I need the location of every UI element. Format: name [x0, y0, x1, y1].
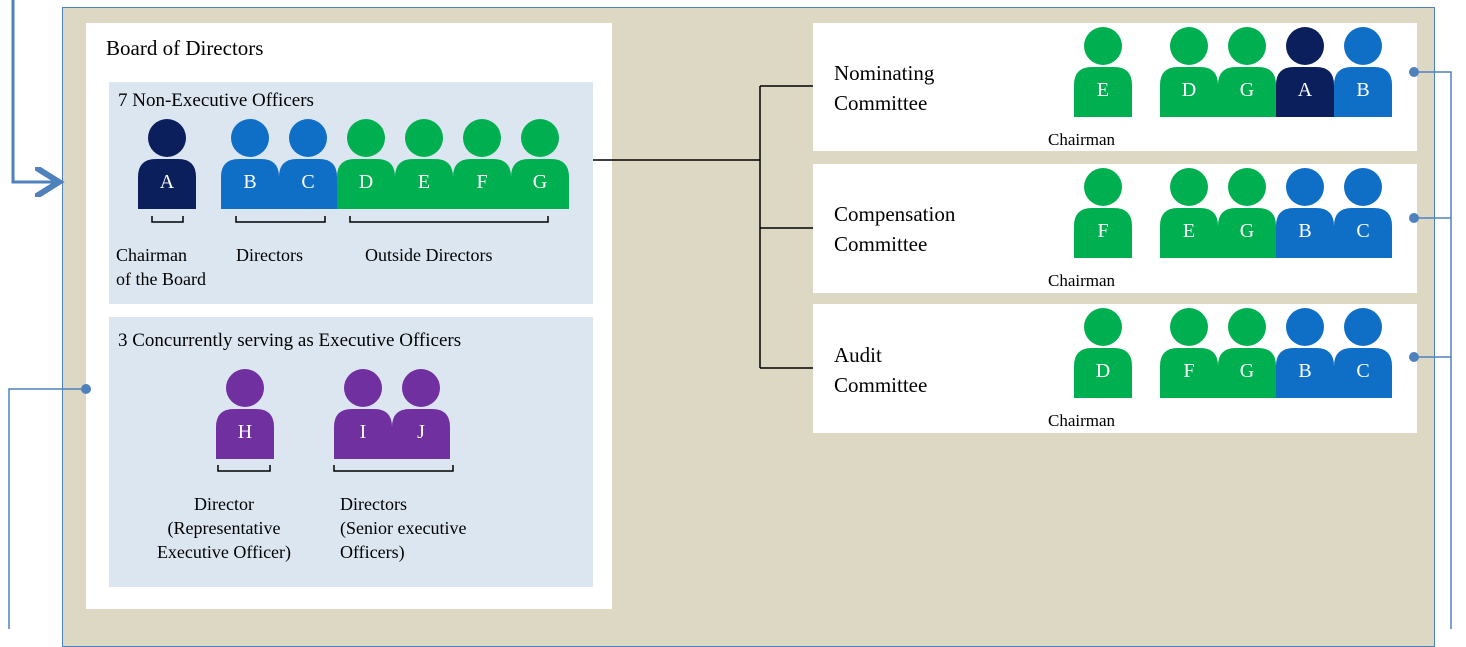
person-letter: A	[159, 171, 175, 193]
representative-bracket	[217, 465, 271, 472]
person-icon-f: F	[453, 119, 511, 209]
person-icon-b: B	[221, 119, 279, 209]
person-icon-e: E	[1074, 27, 1132, 117]
person-icon-a: A	[138, 119, 196, 209]
directors-bracket	[235, 216, 326, 223]
person-icon-j: J	[392, 369, 450, 459]
non-executive-title: 7 Non-Executive Officers	[118, 90, 314, 111]
person-letter: B	[243, 171, 257, 193]
person-icon-e: E	[395, 119, 453, 209]
senior-bracket	[333, 465, 454, 472]
person-letter: C	[301, 171, 315, 193]
person-letter: I	[359, 421, 367, 443]
person-letter: B	[1356, 79, 1370, 101]
person-icon-g: G	[1218, 308, 1276, 398]
person-letter: H	[237, 421, 253, 443]
person-icon-f: F	[1160, 308, 1218, 398]
person-letter: F	[1183, 360, 1195, 382]
nominating-chairman-label: Chairman	[1048, 130, 1116, 149]
person-letter: C	[1356, 360, 1370, 382]
outside-directors-bracket	[349, 216, 549, 223]
person-letter: D	[358, 171, 374, 193]
person-letter: G	[1239, 220, 1255, 242]
left-connector-dot	[81, 384, 91, 394]
person-icon-a: A	[1276, 27, 1334, 117]
person-letter: G	[1239, 360, 1255, 382]
person-icon-b: B	[1334, 27, 1392, 117]
person-letter: E	[1182, 220, 1196, 242]
person-letter: D	[1095, 360, 1111, 382]
right-connector-dot-1	[1409, 67, 1419, 77]
compensation-committee-title: Compensation Committee	[834, 202, 956, 256]
person-icon-b: B	[1276, 168, 1334, 258]
person-icon-d: D	[337, 119, 395, 209]
person-letter: C	[1356, 220, 1370, 242]
chairman-label: Chairman of the Board	[116, 245, 206, 289]
directors-label: Directors	[236, 245, 303, 265]
feedback-arrow	[11, 0, 56, 182]
nominating-committee-title: Nominating Committee	[834, 61, 935, 115]
person-icon-d: D	[1074, 308, 1132, 398]
person-letter: A	[1297, 79, 1313, 101]
person-icon-c: C	[1334, 168, 1392, 258]
person-icon-c: C	[279, 119, 337, 209]
senior-executive-label: Directors (Senior executive Officers)	[340, 494, 467, 562]
executive-title: 3 Concurrently serving as Executive Offi…	[118, 330, 462, 351]
person-letter: F	[476, 171, 488, 193]
connector-lines	[8, 0, 1452, 629]
chairman-bracket	[151, 216, 184, 223]
person-icon-b: B	[1276, 308, 1334, 398]
person-letter: E	[1096, 79, 1110, 101]
audit-chairman-label: Chairman	[1048, 411, 1116, 430]
person-icon-e: E	[1160, 168, 1218, 258]
audit-committee-title: Audit Committee	[834, 343, 928, 397]
right-connector-dot-3	[1409, 352, 1419, 362]
person-icon-d: D	[1160, 27, 1218, 117]
compensation-chairman-label: Chairman	[1048, 271, 1116, 290]
person-icon-c: C	[1334, 308, 1392, 398]
person-letter: B	[1298, 220, 1312, 242]
right-connector-line	[1414, 71, 1452, 629]
left-connector-line	[8, 388, 86, 629]
person-icon-g: G	[1218, 27, 1276, 117]
person-letter: J	[417, 421, 425, 443]
person-icon-f: F	[1074, 168, 1132, 258]
person-letter: G	[532, 171, 548, 193]
person-letter: E	[417, 171, 431, 193]
right-connector-dot-2	[1409, 213, 1419, 223]
person-letter: F	[1097, 220, 1109, 242]
board-title: Board of Directors	[106, 36, 264, 60]
representative-executive-label: Director (Representative Executive Offic…	[156, 494, 292, 562]
person-icon-h: H	[216, 369, 274, 459]
person-icon-g: G	[1218, 168, 1276, 258]
person-icon-g: G	[511, 119, 569, 209]
person-letter: D	[1181, 79, 1197, 101]
person-letter: B	[1298, 360, 1312, 382]
person-icon-i: I	[334, 369, 392, 459]
person-letter: G	[1239, 79, 1255, 101]
outside-directors-label: Outside Directors	[365, 245, 493, 265]
